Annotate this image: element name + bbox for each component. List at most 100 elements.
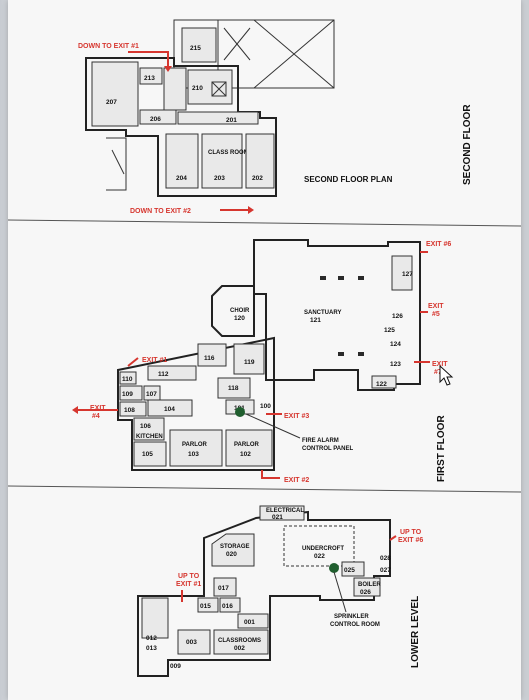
room-022-number: 022 [314,553,325,560]
room-102 [225,429,273,467]
room-021 [259,505,305,521]
second-floor-plan-title: SECOND FLOOR PLAN [304,175,393,184]
room-123-number: 123 [390,361,401,368]
room-012-number: 012 [146,635,157,642]
exit-arrow-icon [127,357,139,367]
up-to-exit-6-number: EXIT #6 [398,537,423,544]
room-017-number: 017 [218,585,229,592]
exit-7-label: EXIT [432,361,448,368]
room-110-number: 110 [122,376,133,383]
sanctuary-outline [253,239,421,391]
room-105 [133,441,167,467]
choir-outline [211,285,255,337]
room-124-number: 124 [390,341,401,348]
room-126-number: 126 [392,313,403,320]
room-116-number: 116 [204,355,215,362]
up-to-exit-1-number: EXIT #1 [176,581,201,588]
room-100-number: 100 [260,403,271,410]
exit-arrow-icon [261,470,280,479]
classrooms-label: CLASSROOMS [218,638,261,644]
exit-3-label: EXIT #3 [284,413,309,420]
section-divider [8,219,521,227]
down-to-exit-1-label: DOWN TO EXIT #1 [78,43,139,50]
room-027-number: 027 [380,567,391,574]
parlor-103-label: PARLOR [182,442,208,448]
control-room-label: CONTROL ROOM [330,622,380,628]
room-121-number: 121 [310,317,321,324]
room-105-number: 105 [142,451,153,458]
room-003-number: 003 [186,639,197,646]
room-015 [197,597,219,613]
west-wing-outline [117,336,275,471]
room-120-number: 120 [234,315,245,322]
room-215-number: 215 [190,45,201,52]
room-017 [213,577,237,597]
room-210 [187,69,233,105]
down-to-exit-2-label: DOWN TO EXIT #2 [130,208,191,215]
fire-alarm-marker [235,407,245,417]
room-127 [391,255,413,291]
room-201 [177,111,259,125]
exit-5-label: EXIT [428,303,444,310]
control-panel-label: CONTROL PANEL [302,446,353,452]
room-110 [119,371,137,385]
room-025 [341,561,365,577]
exit-5-number: #5 [432,311,440,318]
room-202 [245,133,275,189]
room-102-number: 102 [240,451,251,458]
room-104 [147,399,193,417]
room-215 [181,27,217,63]
room-119 [233,343,265,375]
room-201-number: 201 [226,117,237,124]
exit-4-label: EXIT [90,405,106,412]
exit-4-number: #4 [92,413,100,420]
stair-icon [211,81,227,97]
room-125-number: 125 [384,327,395,334]
room-021-number: 021 [272,514,283,521]
kitchen-label: KITCHEN [136,434,163,440]
second-floor-plan: 215 207 213 210 206 201 204 CLASS ROOM 2… [78,19,473,215]
room-118-number: 118 [228,385,239,392]
room-028-number: 028 [380,555,391,562]
room-116 [197,343,227,367]
room-213-number: 213 [144,75,155,82]
class-room-label: CLASS ROOM [208,150,249,156]
room-204 [165,133,199,189]
room-026 [353,577,381,597]
room-207 [91,61,139,127]
room-107-number: 107 [146,391,157,398]
room-109-number: 109 [122,391,133,398]
room-020-number: 020 [226,551,237,558]
room-106 [133,417,165,441]
up-to-exit-1-label: UP TO [178,573,200,580]
room-119-number: 119 [244,359,255,366]
room-001-number: 001 [244,619,255,626]
choir-label: CHOIR [230,308,250,314]
storage-label: STORAGE [220,544,250,550]
room-013-number: 013 [146,645,157,652]
electrical-label: ELECTRICAL [266,508,304,514]
undercroft-label: UNDERCROFT [302,546,344,552]
room-206-number: 206 [150,116,161,123]
room-202-number: 202 [252,175,263,182]
room-016-number: 016 [222,603,233,610]
room-109 [119,385,143,401]
room-210-number: 210 [192,85,203,92]
room-015-number: 015 [200,603,211,610]
second-floor-outline [85,57,277,197]
room-203 [201,133,243,189]
room-207-number: 207 [106,99,117,106]
room-204-number: 204 [176,175,187,182]
lower-level-outline [137,510,391,677]
exit-arrow-icon [128,51,169,70]
room-122 [371,375,397,389]
fire-alarm-label: FIRE ALARM [302,438,339,444]
room-020 [211,533,255,567]
room-112 [147,365,197,381]
room-213 [139,67,163,85]
room-122-number: 122 [376,381,387,388]
room-127-number: 127 [402,271,413,278]
room-016 [219,597,241,613]
lower-level-side-title: LOWER LEVEL [410,596,421,668]
